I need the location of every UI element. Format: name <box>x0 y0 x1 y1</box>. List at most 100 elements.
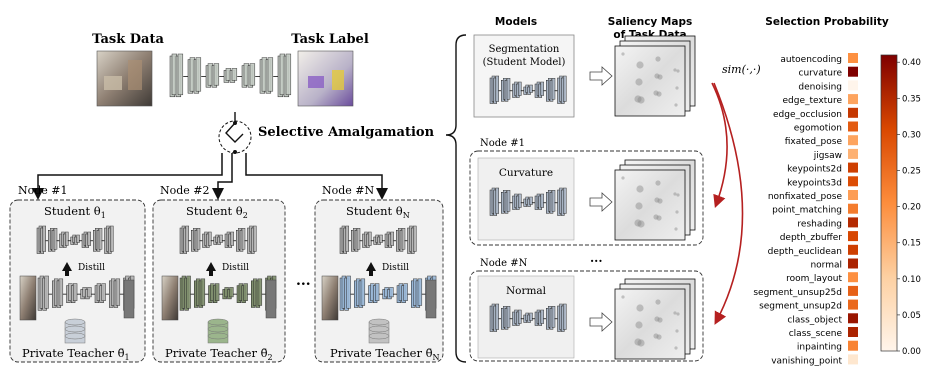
teacher-network-icon <box>161 275 277 321</box>
saliency-stack-curvature <box>614 159 696 241</box>
teacher-label: Private Teacher θ̄2 <box>165 346 273 362</box>
heatmap-labels: autoencoding curvature denoising edge_textu… <box>753 55 842 366</box>
grouping-brace <box>445 34 467 363</box>
node-title: Node #N <box>322 184 375 197</box>
heatmap-cell <box>848 107 858 118</box>
teacher-label: Private Teacher θ̄1 <box>22 346 130 362</box>
task-label-segment-2 <box>332 70 344 90</box>
segmentation-sub-label: (Student Model) <box>483 57 566 68</box>
teacher-network-icon <box>321 275 437 321</box>
heatmap-row-label: egomotion <box>794 124 842 134</box>
heatmap-cell <box>848 340 858 351</box>
heatmap-cell <box>848 80 858 91</box>
database-icon <box>207 318 229 344</box>
heatmap-row-label: edge_texture <box>782 96 842 106</box>
heatmap-cell <box>848 272 858 283</box>
saliency-stack-normal <box>614 278 696 360</box>
heatmap-cell <box>848 190 858 200</box>
task-label-segment <box>308 76 324 88</box>
heatmap-cell <box>848 203 858 214</box>
task-label-image <box>297 50 354 107</box>
node-title: Node #1 <box>18 184 68 197</box>
heatmap-row-label: edge_occlusion <box>773 110 842 120</box>
colorbar-tick-label: 0.10 <box>902 275 921 285</box>
saliency-stack-segmentation <box>614 35 696 117</box>
top-network-icon <box>169 53 292 98</box>
colorbar-tick-label: 0.15 <box>902 239 921 249</box>
heatmap-row-label: autoencoding <box>780 55 842 65</box>
segmentation-label: Segmentation <box>489 44 560 55</box>
heatmap-cells <box>848 53 858 365</box>
colorbar-tick-label: 0.40 <box>902 58 921 68</box>
heatmap-cell <box>848 327 858 337</box>
heatmap-row-label: keypoints2d <box>787 165 842 175</box>
heatmap-row-label: curvature <box>799 69 843 79</box>
arrow-to-saliency-2 <box>589 192 613 212</box>
student-label: Student θN <box>346 204 410 220</box>
heatmap-cell <box>848 94 858 105</box>
nodes-ellipsis: ... <box>296 273 311 289</box>
heatmap-row-label: vanishing_point <box>771 356 842 366</box>
distill-label: Distill <box>222 263 249 273</box>
heatmap-row-label: jigsaw <box>813 151 842 161</box>
heatmap-row-label: denoising <box>798 82 842 92</box>
student-network-icon <box>36 225 114 254</box>
heatmap-row-label: class_object <box>787 315 842 325</box>
task-data-door <box>128 60 142 90</box>
distill-label: Distill <box>382 263 409 273</box>
heatmap-row-label: depth_zbuffer <box>780 233 843 243</box>
heatmap-row-label: segment_unsup2d <box>759 302 842 312</box>
selector-switch-icon <box>225 122 244 143</box>
student-network-icon <box>339 225 417 254</box>
heatmap-cell <box>848 313 858 324</box>
distill-arrow-icon <box>206 262 216 276</box>
normal-network-icon <box>489 303 567 332</box>
models-ellipsis: ... <box>590 251 603 265</box>
node-N: Node #N Student θN Distill Private Teach… <box>314 184 444 363</box>
curvature-node-title: Node #1 <box>480 138 525 149</box>
student-network-icon <box>179 225 257 254</box>
selector-circle <box>218 120 252 154</box>
heatmap-cell <box>848 162 858 173</box>
normal-node-title: Node #N <box>480 258 528 269</box>
colorbar-tick-label: 0.00 <box>902 347 921 357</box>
heatmap-row-label: segment_unsup25d <box>753 288 842 298</box>
heatmap-cell <box>848 66 858 77</box>
database-icon <box>368 318 390 344</box>
heatmap-cell <box>848 176 858 187</box>
segmentation-network-icon <box>489 75 567 104</box>
similarity-label: sim(·,·) <box>722 63 761 76</box>
heatmap-row-label: reshading <box>797 219 842 229</box>
heatmap-cell <box>848 121 858 132</box>
distill-arrow-icon <box>62 262 72 276</box>
heatmap-cell <box>848 53 858 63</box>
colorbar <box>880 54 898 352</box>
arrow-to-saliency-1 <box>589 66 613 86</box>
heatmap-cell <box>848 258 858 269</box>
selective-amalgamation-label: Selective Amalgamation <box>258 125 435 140</box>
node-1: Node #1 Student θ1 Distill Private Teach… <box>9 184 146 363</box>
heatmap-cell <box>848 354 858 365</box>
node-title: Node #2 <box>160 184 210 197</box>
normal-label: Normal <box>506 285 547 297</box>
student-label: Student θ1 <box>44 204 106 220</box>
heatmap-cell <box>848 231 858 242</box>
student-label: Student θ2 <box>186 204 248 220</box>
task-data-title: Task Data <box>92 32 164 47</box>
colorbar-tick-label: 0.35 <box>902 94 921 104</box>
teacher-network-icon <box>19 275 135 321</box>
heatmap-cell <box>848 285 858 296</box>
chart-title: Selection Probability <box>765 16 889 28</box>
heatmap-row-label: inpainting <box>797 343 842 353</box>
node-2: Node #2 Student θ2 Distill Private Teach… <box>152 184 286 363</box>
distill-label: Distill <box>78 263 105 273</box>
arrow-to-saliency-3 <box>589 312 613 332</box>
heatmap-row-label: point_matching <box>772 206 842 216</box>
teacher-label: Private Teacher θ̄N <box>330 346 440 362</box>
colorbar-tick-label: 0.25 <box>902 167 921 177</box>
heatmap-row-label: depth_euclidean <box>768 247 842 257</box>
heatmap-cell <box>848 244 858 255</box>
colorbar-tick-label: 0.05 <box>902 311 921 321</box>
colorbar-ticks: 0.400.350.300.250.200.150.100.050.00 <box>897 58 921 357</box>
